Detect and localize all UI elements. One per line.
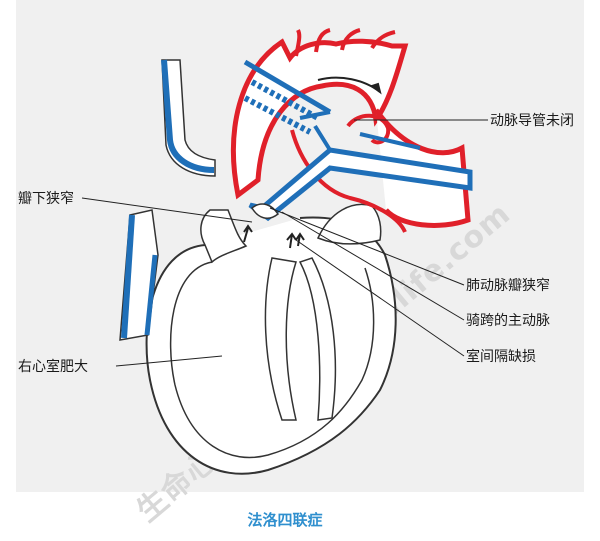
left-atrium: [316, 203, 382, 245]
aortic-branch-1: [294, 28, 396, 57]
label-vsd: 室间隔缺损: [466, 348, 536, 365]
leader-rvh: [115, 355, 223, 367]
leader-overriding-aorta: [281, 211, 465, 321]
right-ventricle-wall: [200, 209, 248, 264]
aorta-root: [290, 129, 407, 233]
lv-flow-arrow-2: [295, 232, 305, 247]
superior-vena-cava: [161, 59, 216, 177]
pulmonary-valve: [251, 203, 280, 219]
leader-vsd: [295, 239, 465, 357]
interventricular-septum: [264, 257, 297, 421]
leader-pulmonary-stenosis: [269, 207, 465, 286]
aortic-flow-arrowhead: [369, 82, 382, 95]
label-subvalvular-stenosis: 瓣下狭窄: [18, 190, 74, 207]
ivc-blue-stripe-2: [144, 254, 158, 336]
label-pulmonary-stenosis: 肺动脉瓣狭窄: [466, 277, 550, 294]
leader-subvalvular-stenosis: [81, 197, 253, 223]
label-rvh: 右心室肥大: [18, 358, 88, 375]
left-ventricle-septum: [298, 257, 337, 421]
lv-flow-arrow-1: [286, 232, 297, 249]
label-overriding-aorta: 骑跨的主动脉: [466, 313, 550, 329]
pulmonary-artery-right: [243, 59, 332, 115]
diagram-caption: 法洛四联症: [247, 511, 322, 529]
label-pda: 动脉导管未闭: [490, 113, 574, 129]
ivc-blue-stripe: [121, 214, 135, 339]
svc-blue-stripe: [161, 59, 215, 173]
patent-ductus-blue: [359, 132, 421, 150]
ductus-arteriosus-dashed: [243, 79, 320, 135]
heart-inner-wall: [169, 261, 375, 459]
pulmonary-artery-trunk: [248, 147, 473, 222]
patent-ductus-loop: [346, 113, 391, 145]
rv-flow-arrow: [243, 224, 253, 243]
